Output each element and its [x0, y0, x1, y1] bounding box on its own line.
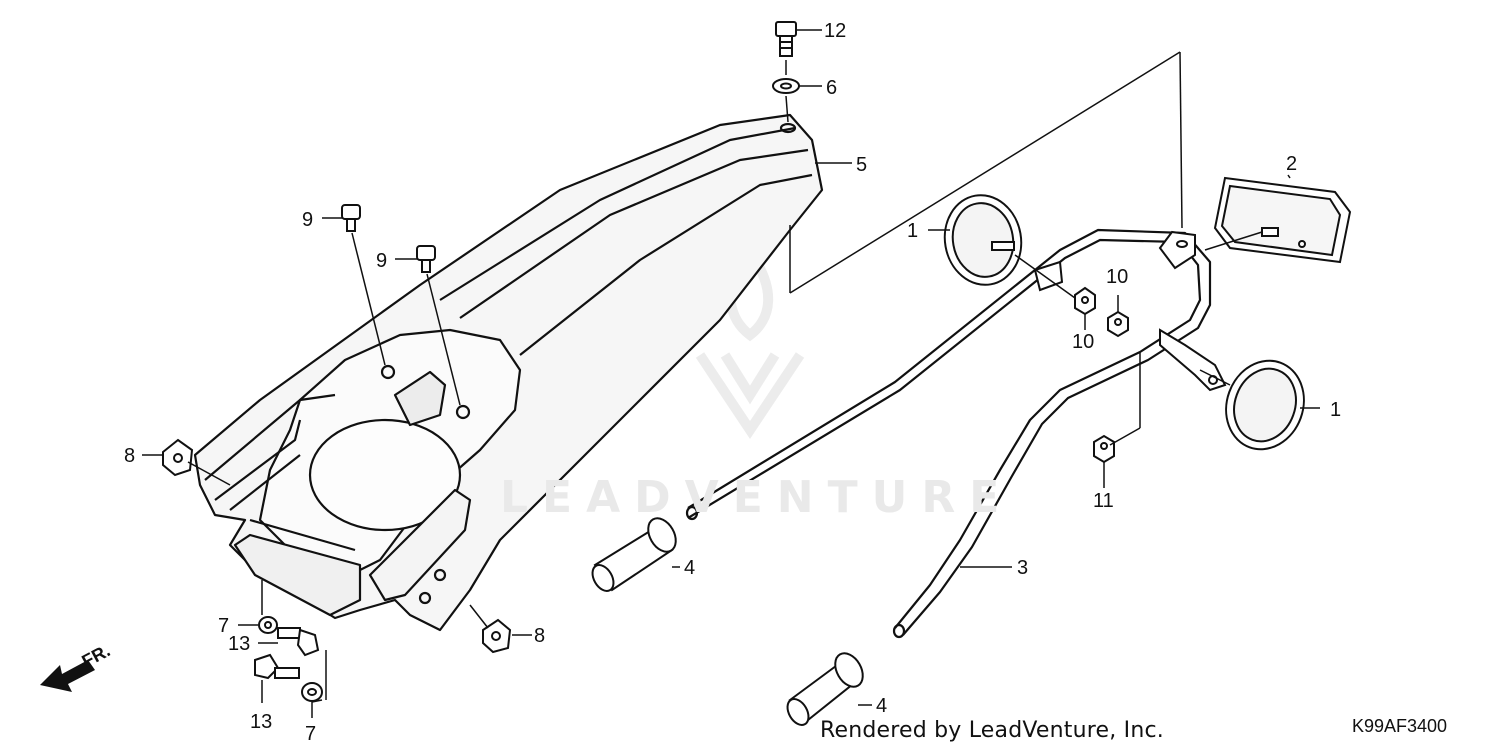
callout-7-b: 7	[305, 723, 316, 745]
callout-12: 12	[824, 20, 846, 42]
washer-7-a	[258, 616, 278, 634]
clip-nut-8-b	[482, 618, 512, 654]
callout-labels: 12 6 5 9 9 2 1 10 10 1 8 11 3 4 8 7 13 1…	[124, 20, 1341, 745]
callout-3: 3	[1017, 557, 1028, 579]
washer-6	[772, 78, 800, 94]
grip-4-a	[591, 517, 677, 592]
clip-nut-8-a	[162, 438, 194, 477]
bolt-13-a	[277, 627, 320, 657]
callout-5: 5	[856, 154, 867, 176]
watermark-text: LEADVENTURE	[500, 472, 1014, 523]
bolt-9-a	[341, 204, 361, 232]
callout-10-a: 10	[1106, 266, 1128, 288]
callout-13-b: 13	[250, 711, 272, 733]
nut-10-a	[1074, 286, 1096, 316]
grip-4-b	[786, 652, 864, 726]
reflector-1-b	[1225, 359, 1305, 451]
render-credit: Rendered by LeadVenture, Inc.	[820, 718, 1164, 743]
callout-2: 2	[1286, 153, 1297, 175]
callout-8-b: 8	[534, 625, 545, 647]
rear-fender	[193, 113, 824, 632]
callout-9-a: 9	[302, 209, 313, 231]
reflector-bracket	[1033, 230, 1227, 392]
reflector-1-a	[943, 194, 1023, 286]
callout-7-a: 7	[218, 615, 229, 637]
bolt-12	[775, 21, 797, 57]
grab-bar-pipe	[685, 228, 1212, 639]
bolt-9-b	[416, 245, 436, 273]
callout-1-a: 1	[907, 220, 918, 242]
nut-10-b	[1107, 310, 1129, 338]
bolt-13-b	[254, 653, 300, 680]
callout-9-b: 9	[376, 250, 387, 272]
diagram-code: K99AF3400	[1352, 716, 1448, 736]
rect-reflector-2	[1213, 176, 1352, 264]
callout-4-b: 4	[876, 695, 887, 717]
washer-7-b	[301, 682, 323, 702]
front-direction-arrow: FR.	[40, 640, 113, 692]
callout-11: 11	[1093, 490, 1114, 512]
callout-4-a: 4	[684, 557, 695, 579]
callout-1-b: 1	[1330, 399, 1341, 421]
nut-11	[1093, 434, 1115, 464]
callout-6: 6	[826, 77, 837, 99]
leader-lines	[142, 29, 1320, 718]
callout-10-b: 10	[1072, 331, 1094, 353]
callout-8-a: 8	[124, 445, 135, 467]
callout-13-a: 13	[228, 633, 250, 655]
